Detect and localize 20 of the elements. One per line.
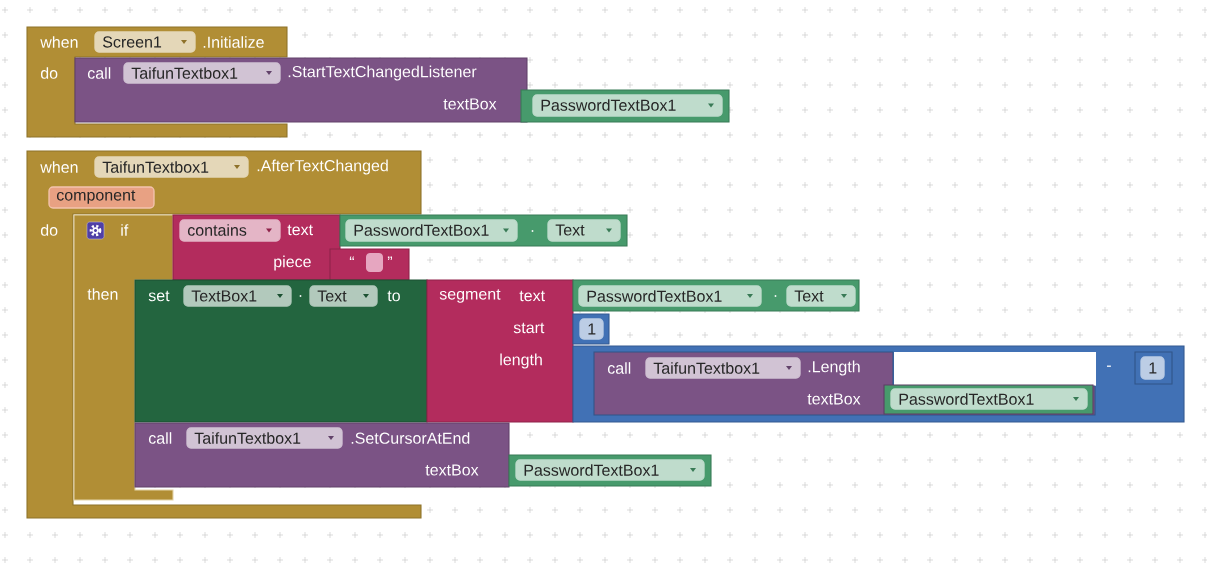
parameter-chip: component xyxy=(48,186,155,209)
dropdown: TaifunTextbox1 xyxy=(645,357,801,379)
dropdown: TaifunTextbox1 xyxy=(94,156,249,178)
dropdown: TaifunTextbox1 xyxy=(186,427,343,449)
dropdown: Text xyxy=(309,285,378,307)
string-block: “ ” xyxy=(329,248,410,281)
component-block: PasswordTextBox1 xyxy=(883,384,1094,415)
dropdown: PasswordTextBox1 xyxy=(578,285,762,307)
number-block: 1 xyxy=(572,313,610,345)
component-block: PasswordTextBox1 xyxy=(508,454,712,487)
dropdown: TaifunTextbox1 xyxy=(123,62,281,84)
dropdown: Screen1 xyxy=(94,31,196,53)
dropdown: Text xyxy=(786,285,856,307)
segment-block: segment text start length xyxy=(426,279,574,423)
number-block: 1 xyxy=(1134,351,1173,385)
component-block: PasswordTextBox1 xyxy=(520,89,730,123)
dropdown: PasswordTextBox1 xyxy=(345,219,518,242)
dropdown: Text xyxy=(547,219,621,242)
dropdown: TextBox1 xyxy=(183,285,292,307)
dropdown: contains xyxy=(179,219,281,242)
